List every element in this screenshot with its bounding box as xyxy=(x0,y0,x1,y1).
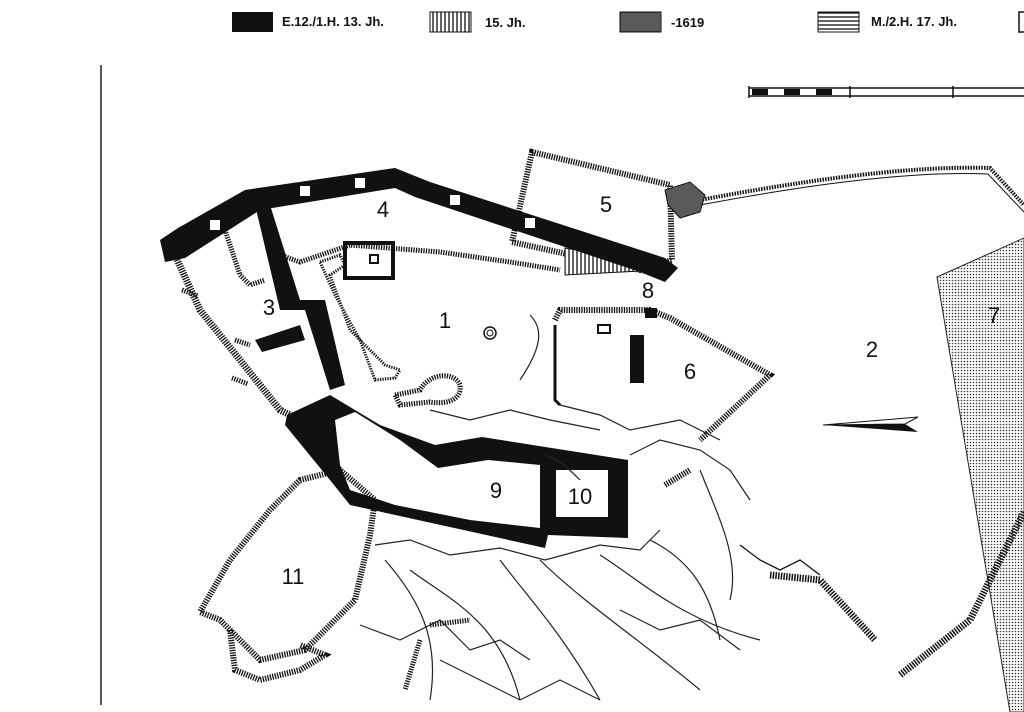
north-arrow xyxy=(822,416,919,432)
palas-9-10 xyxy=(285,395,628,548)
building-11 xyxy=(195,466,379,684)
area-7-dotted xyxy=(936,237,1024,712)
spiral-stair xyxy=(391,373,463,408)
legend-label-horizontal-hatch: M./2.H. 17. Jh. xyxy=(871,14,957,29)
room-label-7: 7 xyxy=(988,303,1000,328)
outer-wall-north xyxy=(699,165,1024,207)
legend-swatch-black xyxy=(232,12,273,32)
legend-item-vertical-hatch: 15. Jh. xyxy=(429,11,525,33)
building-6-8 xyxy=(552,307,776,443)
room-label-6: 6 xyxy=(684,359,696,384)
room-label-11: 11 xyxy=(282,564,305,589)
legend-swatch-cut xyxy=(1018,11,1024,33)
legend-swatch-horizontal-hatch xyxy=(817,11,860,33)
room-label-5: 5 xyxy=(600,192,612,217)
room-label-10: 10 xyxy=(568,484,592,509)
wall-fragment-2 xyxy=(429,617,471,628)
well xyxy=(483,326,497,340)
legend-label-dotted: -1619 xyxy=(671,15,704,30)
room-labels: 1 2 3 4 5 6 7 8 9 10 11 xyxy=(263,192,1000,589)
room-label-3: 3 xyxy=(263,295,275,320)
north-curtain-wall xyxy=(160,168,678,282)
legend-swatch-vertical-hatch xyxy=(429,11,472,33)
legend-swatch-dotted xyxy=(619,11,662,33)
rock-contours xyxy=(359,314,761,701)
room-label-1: 1 xyxy=(439,308,451,333)
west-outer-wall xyxy=(171,229,302,424)
legend: E.12./1.H. 13. Jh. 15. Jh. -1619 M./2.H.… xyxy=(232,11,1024,33)
wall-fragment-3 xyxy=(402,639,423,691)
legend-item-horizontal-hatch: M./2.H. 17. Jh. xyxy=(817,11,957,33)
courtyard-small-building xyxy=(343,241,395,280)
legend-label-black: E.12./1.H. 13. Jh. xyxy=(282,14,384,29)
room-label-9: 9 xyxy=(490,478,502,503)
bastion-northeast xyxy=(664,181,706,219)
legend-item-dotted: -1619 xyxy=(619,11,704,33)
west-inner-wall xyxy=(255,205,345,390)
scale-bar xyxy=(748,86,1024,98)
outer-wall-southeast xyxy=(769,571,878,643)
legend-item-black: E.12./1.H. 13. Jh. xyxy=(232,12,384,32)
wall-fragment xyxy=(663,467,692,488)
room-label-4: 4 xyxy=(377,197,389,222)
room-label-2: 2 xyxy=(866,337,878,362)
room-label-8: 8 xyxy=(642,278,654,303)
outer-wall-east xyxy=(897,510,1024,678)
legend-label-vertical-hatch: 15. Jh. xyxy=(485,15,525,30)
